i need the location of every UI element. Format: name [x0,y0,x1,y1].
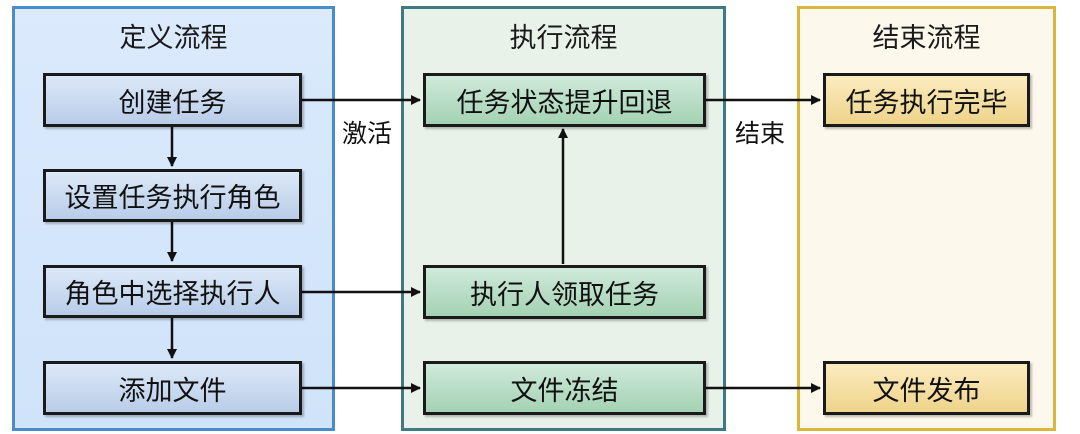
node-add-file: 添加文件 [43,361,302,415]
edge-label-activate: 激活 [342,119,393,148]
node-claim-task-label: 执行人领取任务 [470,279,659,311]
node-task-done-label: 任务执行完毕 [845,87,1008,119]
node-select-executor-label: 角色中选择执行人 [64,279,281,310]
node-state-promote-label: 任务状态提升回退 [456,87,673,119]
node-freeze-file-label: 文件冻结 [510,375,619,407]
node-create-task: 创建任务 [43,73,302,127]
node-set-role: 设置任务执行角色 [43,169,302,222]
node-freeze-file: 文件冻结 [423,361,706,415]
node-state-promote: 任务状态提升回退 [423,73,706,127]
lane-execute-title: 执行流程 [509,23,618,54]
node-create-task-label: 创建任务 [118,87,227,119]
node-task-done: 任务执行完毕 [823,73,1030,127]
lane-finish-title: 结束流程 [872,23,981,54]
lane-define-title: 定义流程 [119,23,228,54]
node-claim-task: 执行人领取任务 [423,265,706,319]
node-add-file-label: 添加文件 [118,375,227,407]
node-set-role-label: 设置任务执行角色 [64,183,281,214]
node-publish-file-label: 文件发布 [872,375,981,407]
edge-label-end: 结束 [735,119,786,148]
node-select-executor: 角色中选择执行人 [43,265,302,318]
node-publish-file: 文件发布 [823,361,1030,415]
